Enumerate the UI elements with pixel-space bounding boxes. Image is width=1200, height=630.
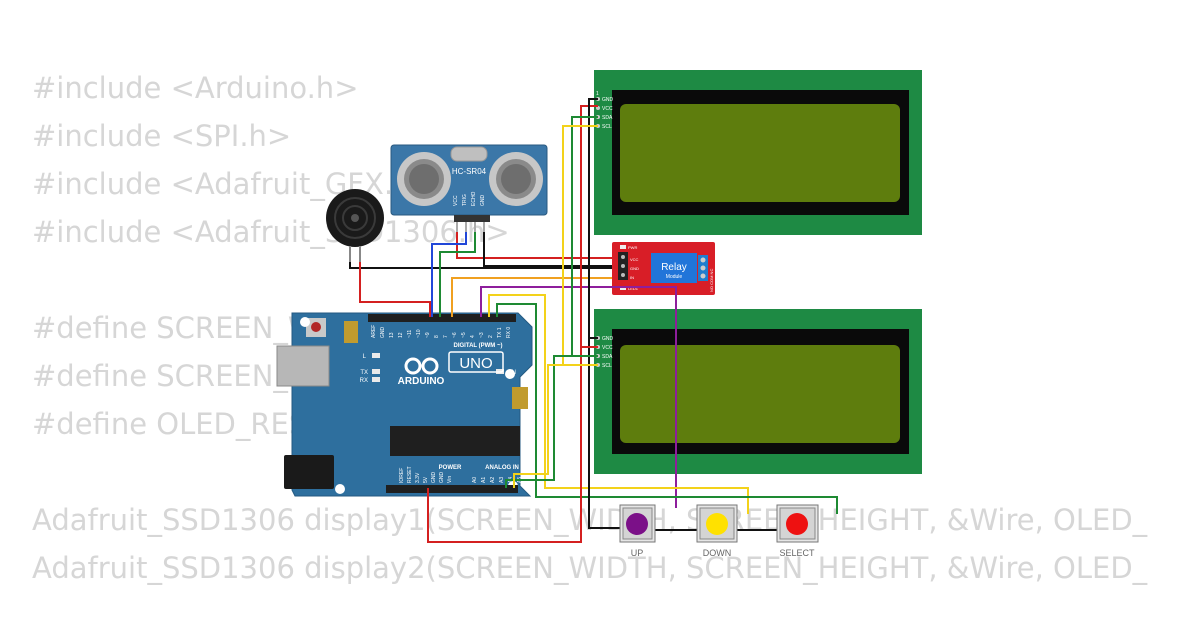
- code-line: Adafruit_SSD1306 display1(SCREEN_WIDTH, …: [32, 503, 1148, 537]
- buzzer[interactable]: [326, 189, 384, 262]
- analog-label: ANALOG IN: [485, 465, 519, 471]
- lcd-pin-label: VCC: [602, 345, 613, 351]
- relay-pin-label: GND: [630, 266, 639, 271]
- ultrasonic-sensor[interactable]: HC-SR04 VCC TRIG ECHO GND: [390, 144, 548, 232]
- wire: [349, 262, 612, 269]
- wire: [505, 355, 572, 488]
- led-label: RX: [360, 378, 368, 384]
- pin-label: 8: [434, 335, 440, 338]
- lcd-pin-label: GND: [602, 336, 614, 342]
- button-up[interactable]: UP: [619, 504, 656, 558]
- pin-label: 7: [443, 335, 449, 338]
- power-label: POWER: [439, 465, 462, 471]
- wiring: [349, 98, 838, 543]
- pin-label: 2: [488, 335, 494, 338]
- lcd-display-1[interactable]: 1 GND VCC SDA SCL: [594, 70, 922, 235]
- relay-led-label: LED1: [628, 286, 639, 291]
- pin-label: RESET: [407, 466, 413, 483]
- pin-label: 5V: [423, 476, 429, 483]
- relay-module[interactable]: Relay Module VCC GND IN PWR LED1 NO COM …: [612, 242, 715, 295]
- pin-label: ~11: [407, 330, 413, 338]
- lcd-pin-label: SCL: [602, 124, 612, 130]
- button-label: DOWN: [703, 548, 732, 558]
- wire: [431, 232, 467, 317]
- button-label: UP: [631, 548, 644, 558]
- wire: [456, 232, 612, 259]
- wire: [439, 232, 476, 317]
- sensor-pin-label: GND: [480, 195, 486, 207]
- wire: [480, 286, 677, 508]
- pin-label: 12: [398, 332, 404, 338]
- sensor-pin-label: VCC: [453, 195, 459, 206]
- pin-label: TX 1: [497, 327, 503, 338]
- pin-label: AREF: [371, 325, 377, 338]
- relay-label: Relay: [661, 262, 687, 273]
- lcd-display-2[interactable]: GND VCC SDA SCL: [594, 309, 922, 474]
- led-label: TX: [360, 370, 368, 376]
- pin-label: 3.3V: [415, 472, 421, 483]
- wire: [488, 294, 749, 514]
- lcd-pin-label: VCC: [602, 106, 613, 112]
- pin-label: ~3: [479, 332, 485, 338]
- sensor-label: HC-SR04: [452, 167, 487, 176]
- arduino-brand: ARDUINO: [398, 376, 445, 387]
- arduino-model: UNO: [459, 355, 492, 372]
- button-down[interactable]: DOWN: [696, 504, 738, 558]
- wire: [427, 105, 598, 543]
- lcd-pin-label: GND: [602, 97, 614, 103]
- pin-label: IOREF: [399, 468, 405, 483]
- relay-terminal-labels: NO COM NC: [709, 269, 714, 292]
- button-label: SELECT: [779, 548, 815, 558]
- relay-led-label: PWR: [628, 245, 637, 250]
- code-line: #include <SPI.h>: [32, 119, 292, 153]
- wire: [513, 364, 563, 488]
- pin-label: GND: [431, 472, 437, 484]
- relay-pin-label: VCC: [630, 257, 639, 262]
- wire: [451, 277, 612, 317]
- lcd-pin-label: SCL: [602, 363, 612, 369]
- relay-pin-label: IN: [630, 275, 634, 280]
- pin-label: 13: [389, 332, 395, 338]
- sensor-pin-label: ECHO: [471, 191, 477, 206]
- pin-label: RX 0: [506, 327, 512, 338]
- pin-label: ~5: [461, 332, 467, 338]
- relay-sublabel: Module: [666, 274, 683, 280]
- arduino-uno[interactable]: ARDUINO UNO DIGITAL (PWM ~) POWER ANALOG…: [276, 312, 533, 497]
- pin-label: GND: [380, 327, 386, 339]
- pin-label: GND: [439, 472, 445, 484]
- wire: [359, 262, 431, 317]
- wire: [496, 303, 838, 514]
- wire: [562, 125, 598, 366]
- wire: [571, 116, 598, 357]
- wire: [588, 98, 620, 529]
- pin-label: 4: [470, 335, 476, 338]
- lcd-pin-label: SDA: [602, 354, 613, 360]
- button-select[interactable]: SELECT: [776, 504, 819, 558]
- pin-label: ~9: [425, 332, 431, 338]
- pin-label: A1: [481, 477, 487, 483]
- pin-label: ~10: [416, 329, 422, 338]
- pin-label: A2: [490, 477, 496, 483]
- pin-label: A3: [499, 477, 505, 483]
- lcd-pin-label: SDA: [602, 115, 613, 121]
- code-line: #include <Arduino.h>: [32, 71, 359, 105]
- code-line: Adafruit_SSD1306 display2(SCREEN_WIDTH, …: [32, 551, 1148, 585]
- on-label: ON: [507, 370, 516, 376]
- sensor-pin-label: TRIG: [462, 194, 468, 206]
- pin-label: A0: [472, 477, 478, 483]
- wire: [483, 232, 612, 267]
- lcd-pin-one: 1: [596, 91, 599, 97]
- pin-label: ~6: [452, 332, 458, 338]
- led-label: L: [363, 354, 367, 360]
- pin-label: Vin: [447, 476, 453, 483]
- digital-label: DIGITAL (PWM ~): [454, 343, 503, 349]
